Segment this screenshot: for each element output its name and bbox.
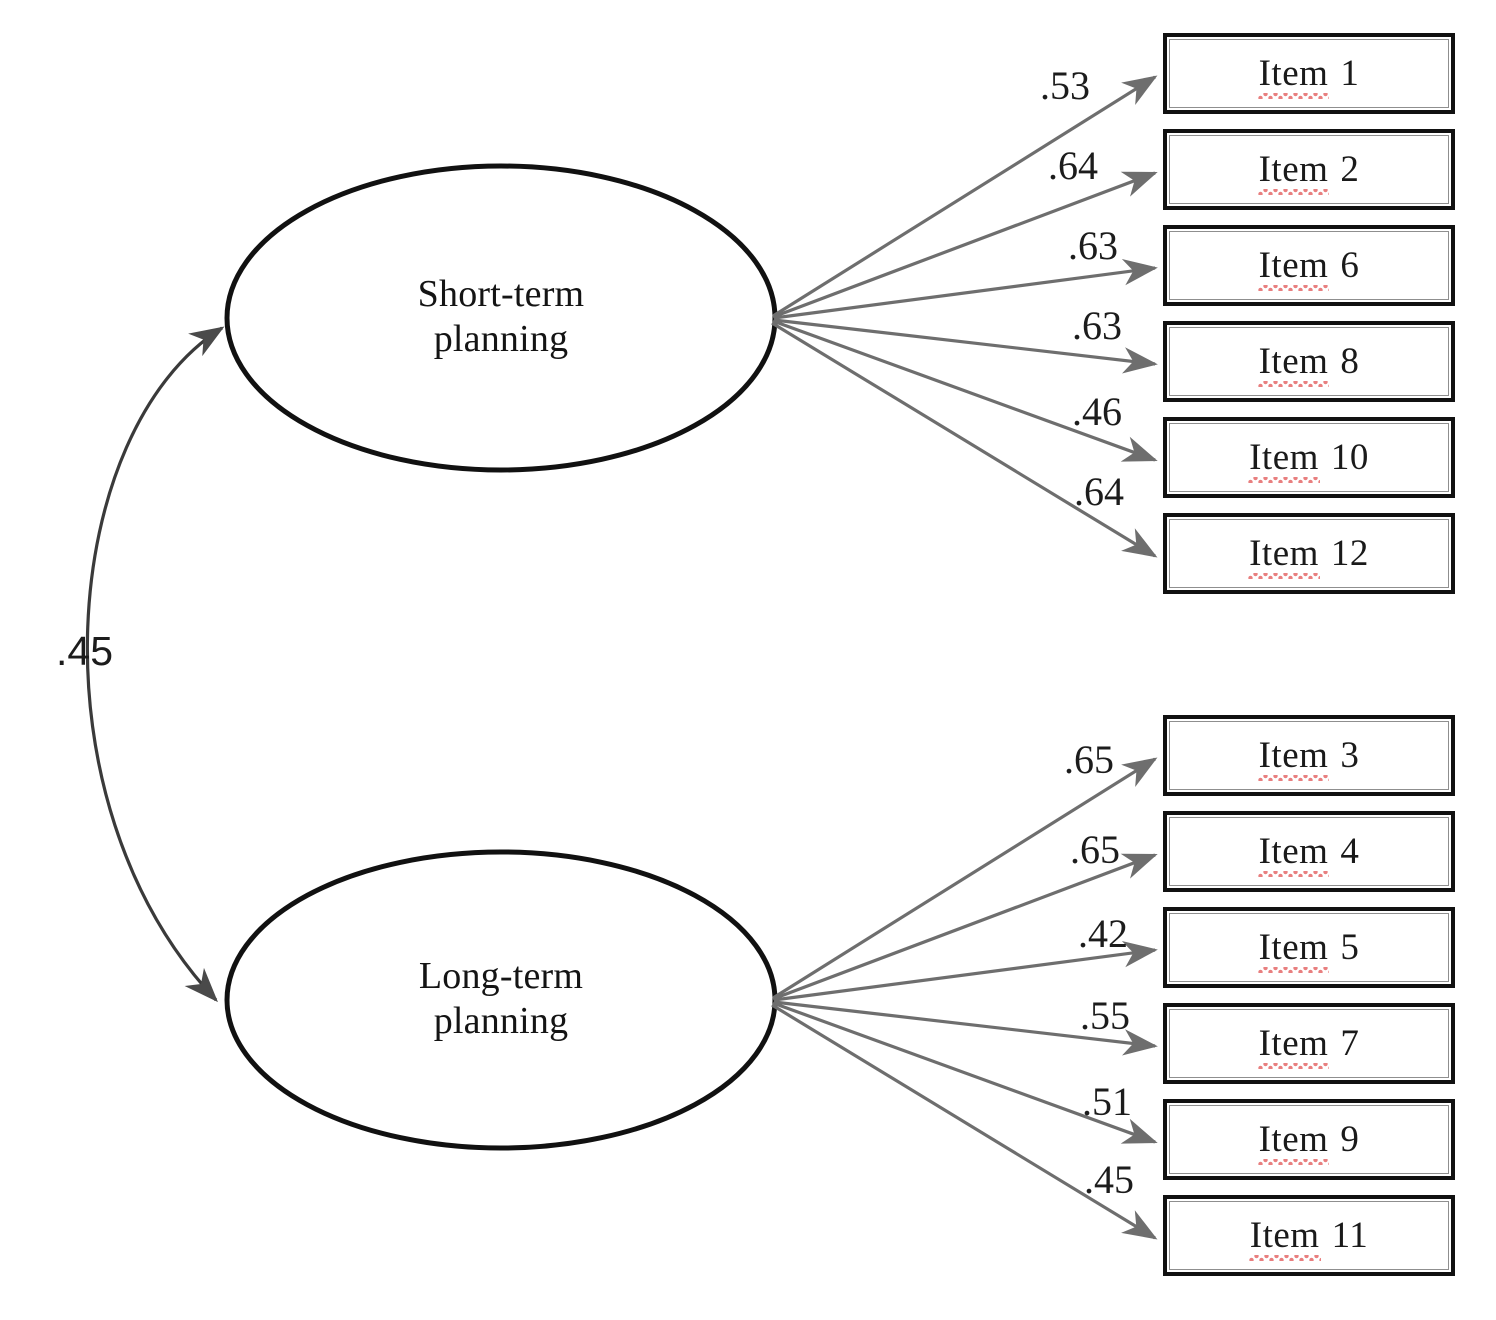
loading-arrow-item-4: [772, 853, 1158, 1001]
indicator-label-word: Item: [1257, 735, 1330, 781]
loading-arrow-item-11: [771, 1003, 1158, 1240]
indicator-label-number: 7: [1340, 1023, 1360, 1064]
loading-arrow-item-5: [773, 940, 1158, 1002]
loading-arrows-long-term: [771, 757, 1158, 1240]
loading-arrow-item-2: [772, 171, 1158, 319]
indicator-label-number: 1: [1340, 53, 1360, 94]
indicator-label-number: 10: [1330, 437, 1369, 478]
indicator-label-number: 3: [1340, 735, 1360, 776]
indicator-label-number: 8: [1340, 341, 1360, 382]
loading-arrow-item-1: [772, 75, 1158, 318]
indicator-label-word: Item: [1257, 53, 1330, 99]
indicator-label-word: Item: [1257, 1119, 1330, 1165]
indicator-label-number: 11: [1331, 1215, 1369, 1256]
loading-arrows-short-term: [771, 75, 1158, 558]
indicator-label-word: Item: [1257, 831, 1330, 877]
indicator-label-word: Item: [1257, 149, 1330, 195]
loading-arrow-item-9: [772, 1001, 1158, 1144]
loading-arrow-item-12: [771, 321, 1158, 558]
loading-arrow-item-7: [773, 1000, 1158, 1056]
indicator-label-word: Item: [1257, 341, 1330, 387]
indicator-label-number: 12: [1330, 533, 1369, 574]
indicator-label-word: Item: [1257, 927, 1330, 973]
factor-ellipse-long-term: [224, 849, 778, 1151]
correlation-arc: [85, 326, 225, 1003]
loading-arrow-item-8: [773, 318, 1158, 374]
indicator-label-number: 4: [1340, 831, 1360, 872]
loading-arrow-item-6: [773, 258, 1158, 320]
factor-ellipse-short-term: [224, 163, 778, 473]
loading-arrow-item-3: [772, 757, 1158, 1000]
indicator-label-word: Item: [1257, 1023, 1330, 1069]
indicator-label-word: Item: [1248, 1215, 1321, 1261]
indicator-label-word: Item: [1257, 245, 1330, 291]
indicator-label-word: Item: [1248, 533, 1320, 579]
loading-arrow-item-10: [772, 319, 1158, 462]
indicator-label-number: 9: [1340, 1119, 1360, 1160]
indicator-label-number: 5: [1340, 927, 1360, 968]
indicator-label-number: 2: [1340, 149, 1360, 190]
indicator-label-word: Item: [1248, 437, 1320, 483]
indicator-label-number: 6: [1340, 245, 1360, 286]
